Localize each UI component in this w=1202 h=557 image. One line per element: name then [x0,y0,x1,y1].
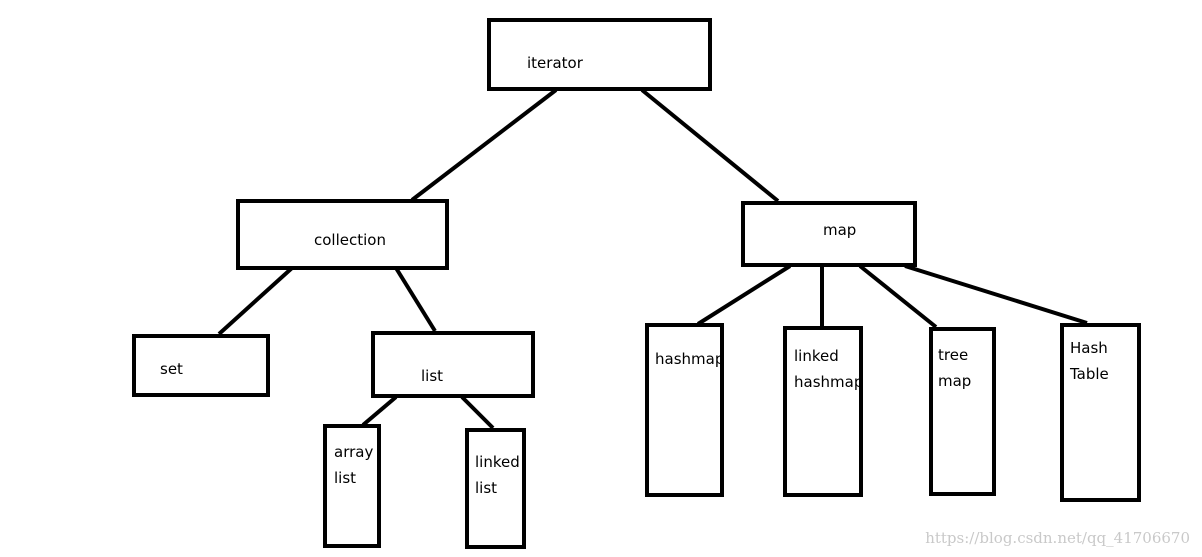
watermark-text: https://blog.csdn.net/qq_41706670 [925,529,1190,547]
node-tree-map: tree map [929,327,996,496]
node-linked-list: linked list [465,428,526,549]
node-label: map [823,221,856,239]
edge-collection-list [394,266,437,333]
node-hash-table: Hash Table [1060,323,1141,502]
node-label: set [160,360,183,378]
node-label: linked hashmap [794,347,863,391]
edge-map-hash-table [904,264,1088,325]
node-label: array list [334,443,378,487]
node-label: iterator [527,54,584,72]
node-set: set [132,334,270,397]
node-hashmap: hashmap [645,323,724,497]
edge-list-array-list [361,395,398,427]
node-list: list [371,331,535,398]
edge-collection-set [217,266,294,336]
node-map: map [741,201,917,267]
node-linked-hashmap: linked hashmap [783,326,863,497]
node-label: tree map [938,346,973,390]
node-label: linked list [475,453,525,497]
node-label: hashmap [655,350,724,368]
node-label: list [421,367,443,385]
node-collection: collection [236,199,449,270]
edge-iterator-collection [410,88,558,202]
node-label: Hash Table [1069,339,1113,383]
node-array-list: array list [323,424,381,548]
edge-map-hashmap [696,264,792,326]
edge-map-tree-map [858,264,938,329]
edge-iterator-map [640,88,780,203]
diagram-edges [217,88,1088,430]
edge-list-linked-list [460,395,495,430]
node-iterator: iterator [487,18,712,91]
diagram-nodes: iterator collection map set list [132,18,1141,549]
node-label: collection [314,231,386,249]
